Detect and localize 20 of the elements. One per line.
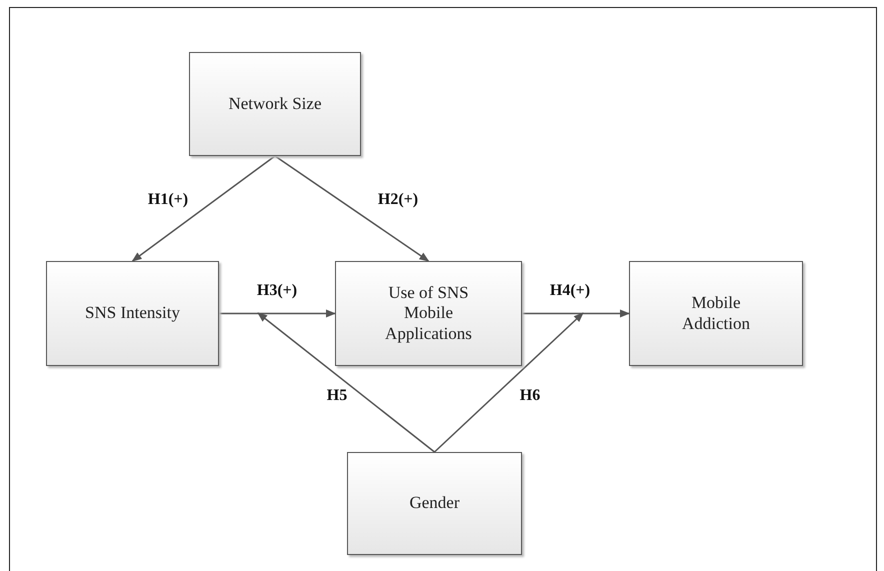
arrow xyxy=(257,312,435,453)
node-text: Gender xyxy=(408,493,461,514)
construct-box xyxy=(189,52,361,156)
edge-label: H3(+) xyxy=(254,282,300,300)
node-text: Mobile Addiction xyxy=(681,293,751,334)
arrow xyxy=(219,310,336,318)
edge-label: H1(+) xyxy=(146,191,190,209)
edge-label: H2(+) xyxy=(376,191,420,209)
node-text: Network Size xyxy=(227,94,322,114)
arrow xyxy=(274,155,430,262)
arrow xyxy=(132,155,276,262)
edge-label: H4(+) xyxy=(548,282,592,300)
construct-box xyxy=(46,261,219,366)
construct-box xyxy=(335,261,522,366)
arrow xyxy=(434,312,584,453)
arrow xyxy=(522,310,630,318)
node-text: Use of SNS Mobile Applications xyxy=(384,282,473,344)
construct-box xyxy=(629,261,803,366)
node-text: SNS Intensity xyxy=(84,303,181,324)
construct-box xyxy=(347,452,522,555)
